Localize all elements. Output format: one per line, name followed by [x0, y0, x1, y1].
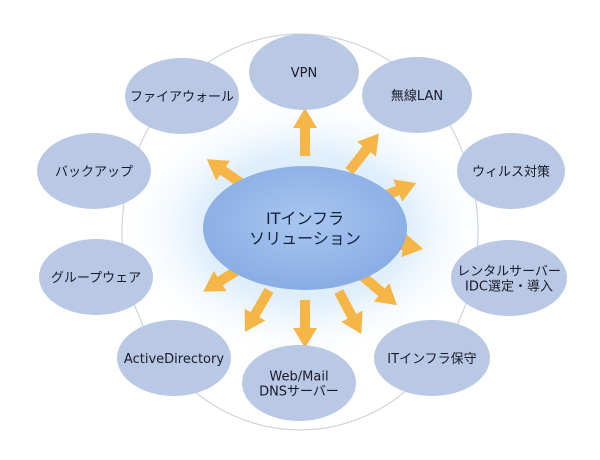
node-wireless-lan-ellipse [362, 57, 472, 133]
node-wireless-lan: 無線LAN [362, 57, 472, 133]
node-vpn: VPN [249, 34, 359, 110]
arrow-1 [345, 133, 379, 175]
node-vpn-label-1: VPN [291, 66, 317, 81]
node-antivirus: ウィルス対策 [457, 133, 565, 209]
arrow-5 [334, 289, 363, 334]
node-firewall-ellipse [125, 58, 239, 134]
node-antivirus-label-1: ウィルス対策 [472, 164, 550, 180]
node-web-mail-dns-label-1: Web/Mail [269, 370, 328, 385]
node-rental-server-ellipse [451, 240, 567, 316]
node-groupware-ellipse [39, 239, 153, 315]
node-wireless-lan-label-1: 無線LAN [391, 88, 443, 104]
arrow-4 [356, 270, 397, 306]
center-ellipse [203, 166, 407, 290]
connection-ring [121, 33, 479, 431]
node-backup: バックアップ [37, 133, 151, 209]
node-firewall: ファイアウォール [125, 58, 239, 134]
node-active-directory-label-1: ActiveDirectory [124, 352, 224, 367]
nodes-group: VPN無線LANウィルス対策レンタルサーバーIDC選定・導入ITインフラ保守We… [37, 34, 567, 421]
node-rental-server-label-2: IDC選定・導入 [465, 280, 553, 295]
node-active-directory-ellipse [117, 320, 231, 396]
center-label-line-2: ソリューション [249, 229, 361, 248]
node-backup-ellipse [37, 133, 151, 209]
arrow-7 [244, 287, 274, 332]
center-label-line-1: ITインフラ [266, 209, 344, 228]
node-web-mail-dns-ellipse [242, 345, 356, 421]
arrow-6 [293, 300, 317, 348]
node-backup-label-1: バックアップ [55, 165, 133, 180]
node-it-infra-maintenance-ellipse [374, 320, 490, 396]
node-it-infra-maintenance-label-1: ITインフラ保守 [387, 352, 476, 367]
node-groupware-label-1: グループウェア [51, 271, 141, 286]
node-rental-server-label-1: レンタルサーバー [457, 265, 561, 280]
node-it-infra-maintenance: ITインフラ保守 [374, 320, 490, 396]
node-vpn-ellipse [249, 34, 359, 110]
node-antivirus-ellipse [457, 133, 565, 209]
node-active-directory: ActiveDirectory [117, 320, 231, 396]
node-groupware: グループウェア [39, 239, 153, 315]
arrow-0 [293, 108, 317, 156]
node-web-mail-dns-label-2: DNSサーバー [259, 385, 339, 400]
node-firewall-label-1: ファイアウォール [130, 90, 234, 105]
